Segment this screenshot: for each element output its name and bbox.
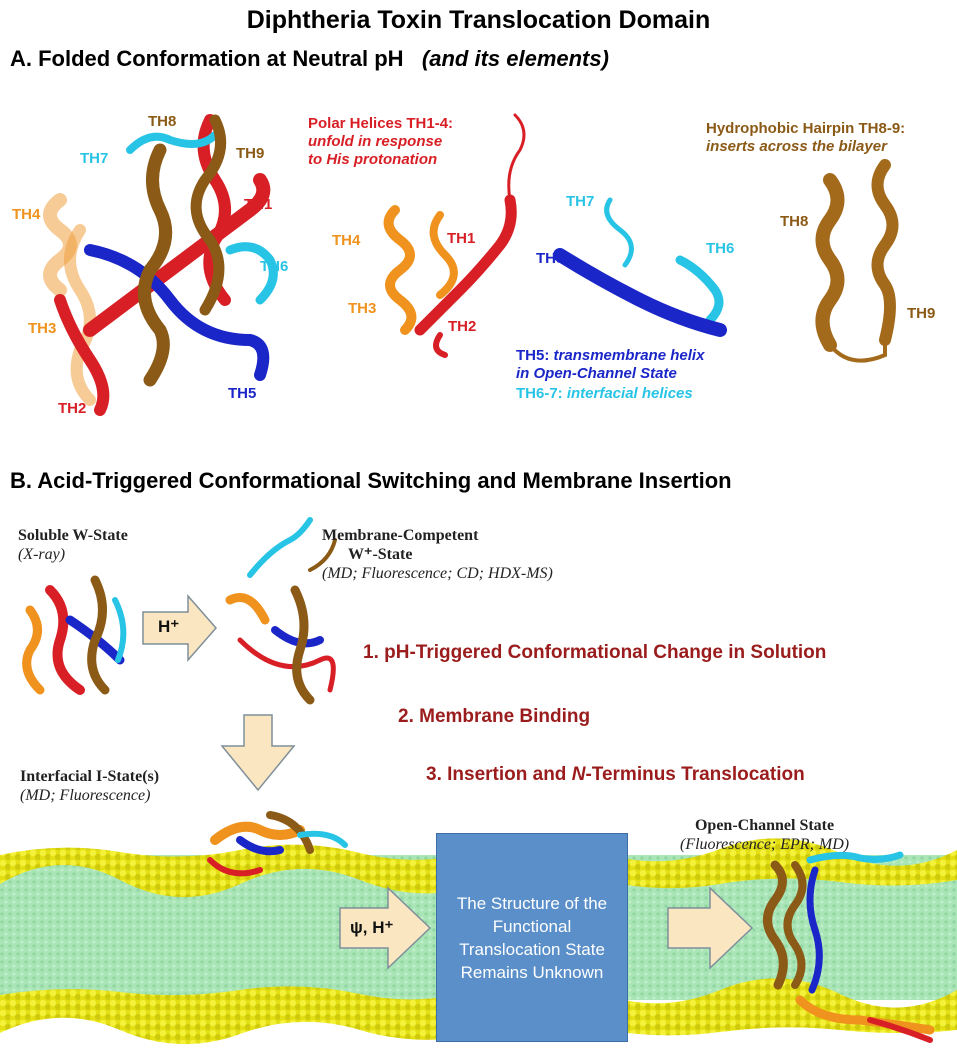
arrow-right-open: [667, 886, 754, 970]
section-a-heading-italic: (and its elements): [421, 46, 609, 71]
i-state-name: Interfacial I-State(s): [20, 768, 160, 785]
section-a-heading-main: A. Folded Conformation at Neutral pH: [10, 46, 404, 71]
label-th1-polar: TH1: [447, 230, 476, 247]
hairpin-line1: inserts across the bilayer: [706, 138, 887, 155]
label-th2-full: TH2: [58, 400, 87, 417]
th5-note-text1: transmembrane helix: [553, 347, 705, 364]
polar-helices-title: Polar Helices TH1-4:: [308, 115, 454, 132]
w-plus-state-structure: [225, 517, 337, 705]
i-state-label: Interfacial I-State(s) (MD; Fluorescence…: [20, 767, 159, 805]
step-3-part-a: 3. Insertion and: [426, 764, 572, 785]
label-th4-polar: TH4: [332, 232, 361, 249]
step-2: 2. Membrane Binding: [398, 706, 591, 727]
label-th6-full: TH6: [260, 258, 289, 275]
label-th8-hairpin: TH8: [780, 213, 809, 230]
step-3-part-c: -Terminus Translocation: [585, 764, 805, 785]
step-3: 3. Insertion and N-Terminus Translocatio…: [426, 764, 805, 786]
i-state-methods: (MD; Fluorescence): [20, 787, 151, 804]
unknown-structure-box: The Structure of the Functional Transloc…: [436, 833, 628, 1042]
full-structure-ribbon: [43, 114, 278, 416]
label-th2-polar: TH2: [448, 318, 477, 335]
step-3-part-b: N: [571, 764, 586, 785]
label-th1-full: TH1: [244, 196, 273, 213]
w-plus-state-methods: (MD; Fluorescence; CD; HDX-MS): [322, 565, 553, 582]
arrow-down: [220, 714, 296, 792]
arrow-h-plus-label: H⁺: [158, 617, 180, 636]
w-state-name: Soluble W-State: [18, 527, 128, 544]
open-channel-name: Open-Channel State: [694, 817, 835, 834]
label-th4-full: TH4: [12, 206, 41, 223]
label-th5-part: TH5: [536, 250, 565, 267]
unknown-structure-text: The Structure of the Functional Transloc…: [456, 893, 608, 982]
i-state-structure: [207, 811, 348, 877]
label-th7-full: TH7: [80, 150, 109, 167]
polar-helices-line1: unfold in response: [308, 133, 443, 150]
th67-note-text: interfacial helices: [566, 385, 693, 402]
th5-note: TH5: transmembrane helix in Open-Channel…: [516, 347, 704, 383]
th67-note: TH6-7: interfacial helices: [516, 385, 693, 403]
arrow-h-plus: [142, 594, 217, 662]
polar-helices-line2: to His protonation: [308, 151, 438, 168]
w-state-methods: (X-ray): [18, 546, 66, 563]
w-state-structure: [22, 575, 127, 695]
label-th5-full: TH5: [228, 385, 257, 402]
arrow-psi-label: ψ, H⁺: [350, 918, 394, 937]
th5-note-prefix: TH5:: [516, 347, 550, 364]
polar-helices-ribbon: [383, 113, 526, 358]
step-1: 1. pH-Triggered Conformational Change in…: [363, 642, 827, 663]
label-th7-part: TH7: [566, 193, 595, 210]
hairpin-note: Hydrophobic Hairpin TH8-9: inserts acros…: [706, 120, 905, 156]
open-channel-structure: [763, 851, 935, 1043]
section-a-heading: A. Folded Conformation at Neutral pH (an…: [10, 46, 609, 72]
w-plus-state-name2: W⁺-State: [348, 546, 413, 563]
label-th3-full: TH3: [28, 320, 57, 337]
label-th3-polar: TH3: [348, 300, 377, 317]
label-th6-part: TH6: [706, 240, 735, 257]
th5-th7-ribbon: [553, 197, 727, 337]
th67-note-prefix: TH6-7:: [516, 385, 563, 402]
section-b-heading: B. Acid-Triggered Conformational Switchi…: [10, 468, 732, 493]
open-channel-label: Open-Channel State (Fluorescence; EPR; M…: [680, 816, 849, 854]
figure-title: Diphtheria Toxin Translocation Domain: [246, 6, 711, 34]
polar-helices-note: Polar Helices TH1-4: unfold in response …: [308, 115, 453, 169]
th5-note-text2: in Open-Channel State: [516, 365, 677, 382]
arrow-psi: [339, 886, 432, 970]
w-plus-state-label: Membrane-Competent W⁺-State (MD; Fluores…: [322, 526, 553, 583]
open-channel-methods: (Fluorescence; EPR; MD): [680, 836, 850, 853]
hairpin-ribbon: [815, 159, 899, 363]
label-th9-full: TH9: [236, 145, 265, 162]
label-th8-full: TH8: [148, 113, 177, 130]
label-th9-hairpin: TH9: [907, 305, 936, 322]
w-state-label: Soluble W-State (X-ray): [18, 526, 128, 564]
w-plus-state-name1: Membrane-Competent: [322, 527, 479, 544]
hairpin-title: Hydrophobic Hairpin TH8-9:: [706, 120, 906, 137]
